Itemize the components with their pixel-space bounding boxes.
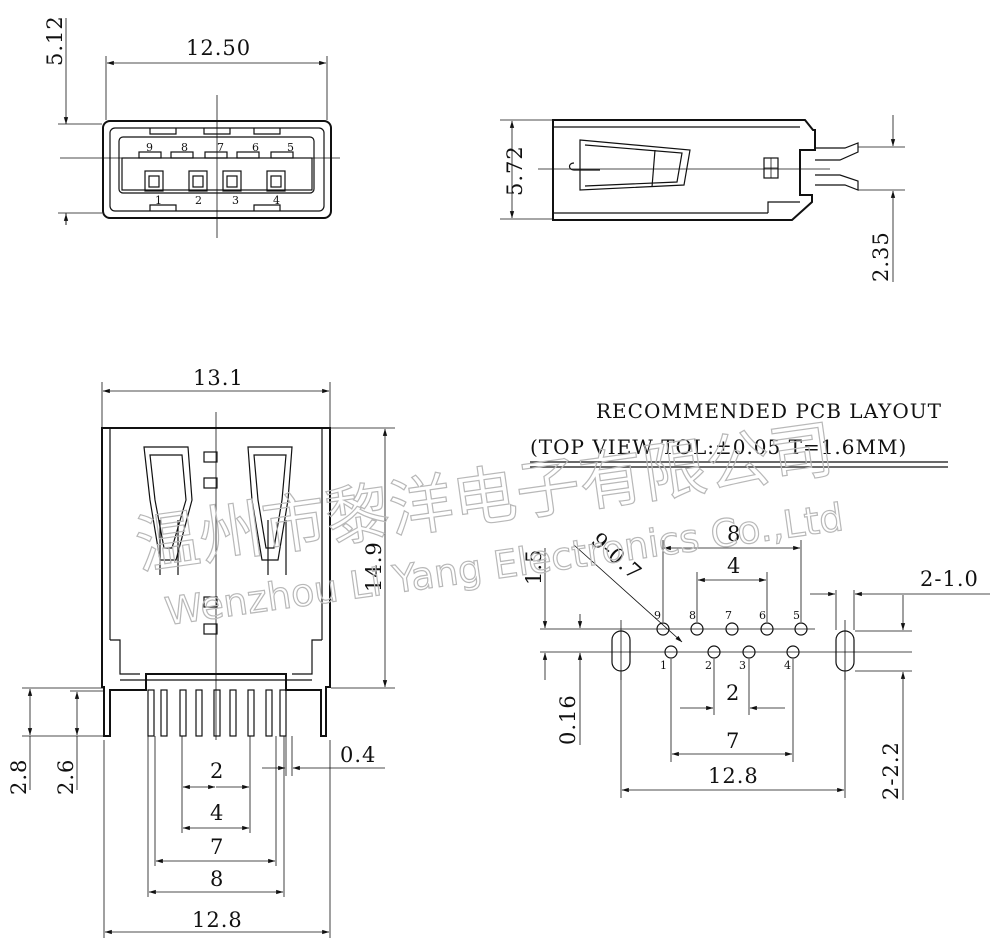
front-pin-6: 6 (252, 141, 259, 154)
upper-contacts (138, 151, 294, 159)
pcb-slot-callout: 2-1.0 (920, 567, 979, 591)
overall-12-8: 12.8 (192, 908, 243, 932)
front-pin-2: 2 (195, 194, 202, 207)
pcb-pin-1: 1 (660, 659, 667, 672)
front-pin-4: 4 (273, 194, 280, 207)
top-width-dim: 13.1 (193, 366, 244, 390)
front-pin-8: 8 (181, 141, 188, 154)
front-view: 9 8 7 6 5 1 2 3 4 12.50 5.12 (43, 15, 340, 238)
pcb-pin-6: 6 (759, 609, 766, 622)
pcb-slot-length: 2-2.2 (879, 741, 903, 800)
pcb-pin-5: 5 (793, 609, 800, 622)
pcb-dim-8: 8 (727, 522, 741, 546)
pcb-pin-8: 8 (689, 609, 696, 622)
pitch-7: 7 (210, 835, 224, 859)
side-lead-dim: 2.35 (869, 231, 893, 282)
watermark: 温州市黎洋电子有限公司 Wenzhou Li Yang Electronics … (130, 412, 846, 634)
dim-2-8: 2.8 (7, 759, 31, 795)
pcb-title: RECOMMENDED PCB LAYOUT (596, 399, 942, 423)
pcb-pin-7: 7 (725, 609, 732, 622)
front-pin-3: 3 (232, 194, 239, 207)
pcb-dim-12-8: 12.8 (708, 764, 759, 788)
front-height-dim: 5.12 (43, 15, 67, 66)
pcb-dim-2: 2 (726, 681, 740, 705)
pcb-dim-4: 4 (727, 554, 741, 578)
front-pin-1: 1 (155, 194, 162, 207)
lower-contacts (144, 170, 286, 192)
front-pin-7: 7 (217, 141, 224, 154)
dim-0-4: 0.4 (340, 743, 376, 767)
dim-2-6: 2.6 (54, 759, 78, 795)
top-view-pins (147, 689, 287, 737)
front-width-dim: 12.50 (186, 36, 251, 60)
pcb-dim-7: 7 (726, 729, 740, 753)
pcb-pin-2: 2 (705, 659, 712, 672)
top-view: 13.1 14.9 2.8 2.6 0.4 2 (7, 366, 395, 938)
pcb-pin-3: 3 (739, 659, 746, 672)
top-length-dim: 14.9 (362, 541, 386, 592)
pcb-holes (611, 622, 855, 672)
front-pin-5: 5 (287, 141, 294, 154)
pitch-8: 8 (210, 867, 224, 891)
pitch-4: 4 (210, 801, 224, 825)
pcb-pin-4: 4 (784, 659, 791, 672)
pitch-2: 2 (210, 759, 224, 783)
pcb-dim-0-16: 0.16 (556, 694, 580, 745)
pcb-pin-9: 9 (654, 609, 661, 622)
side-view: 5.72 2.35 (500, 115, 905, 282)
pcb-subtitle: (TOP VIEW TOL:±0.05 T=1.6MM) (530, 435, 907, 459)
pcb-dim-1-5: 1.5 (522, 549, 546, 585)
side-height-dim: 5.72 (503, 145, 527, 196)
front-pin-9: 9 (146, 141, 153, 154)
